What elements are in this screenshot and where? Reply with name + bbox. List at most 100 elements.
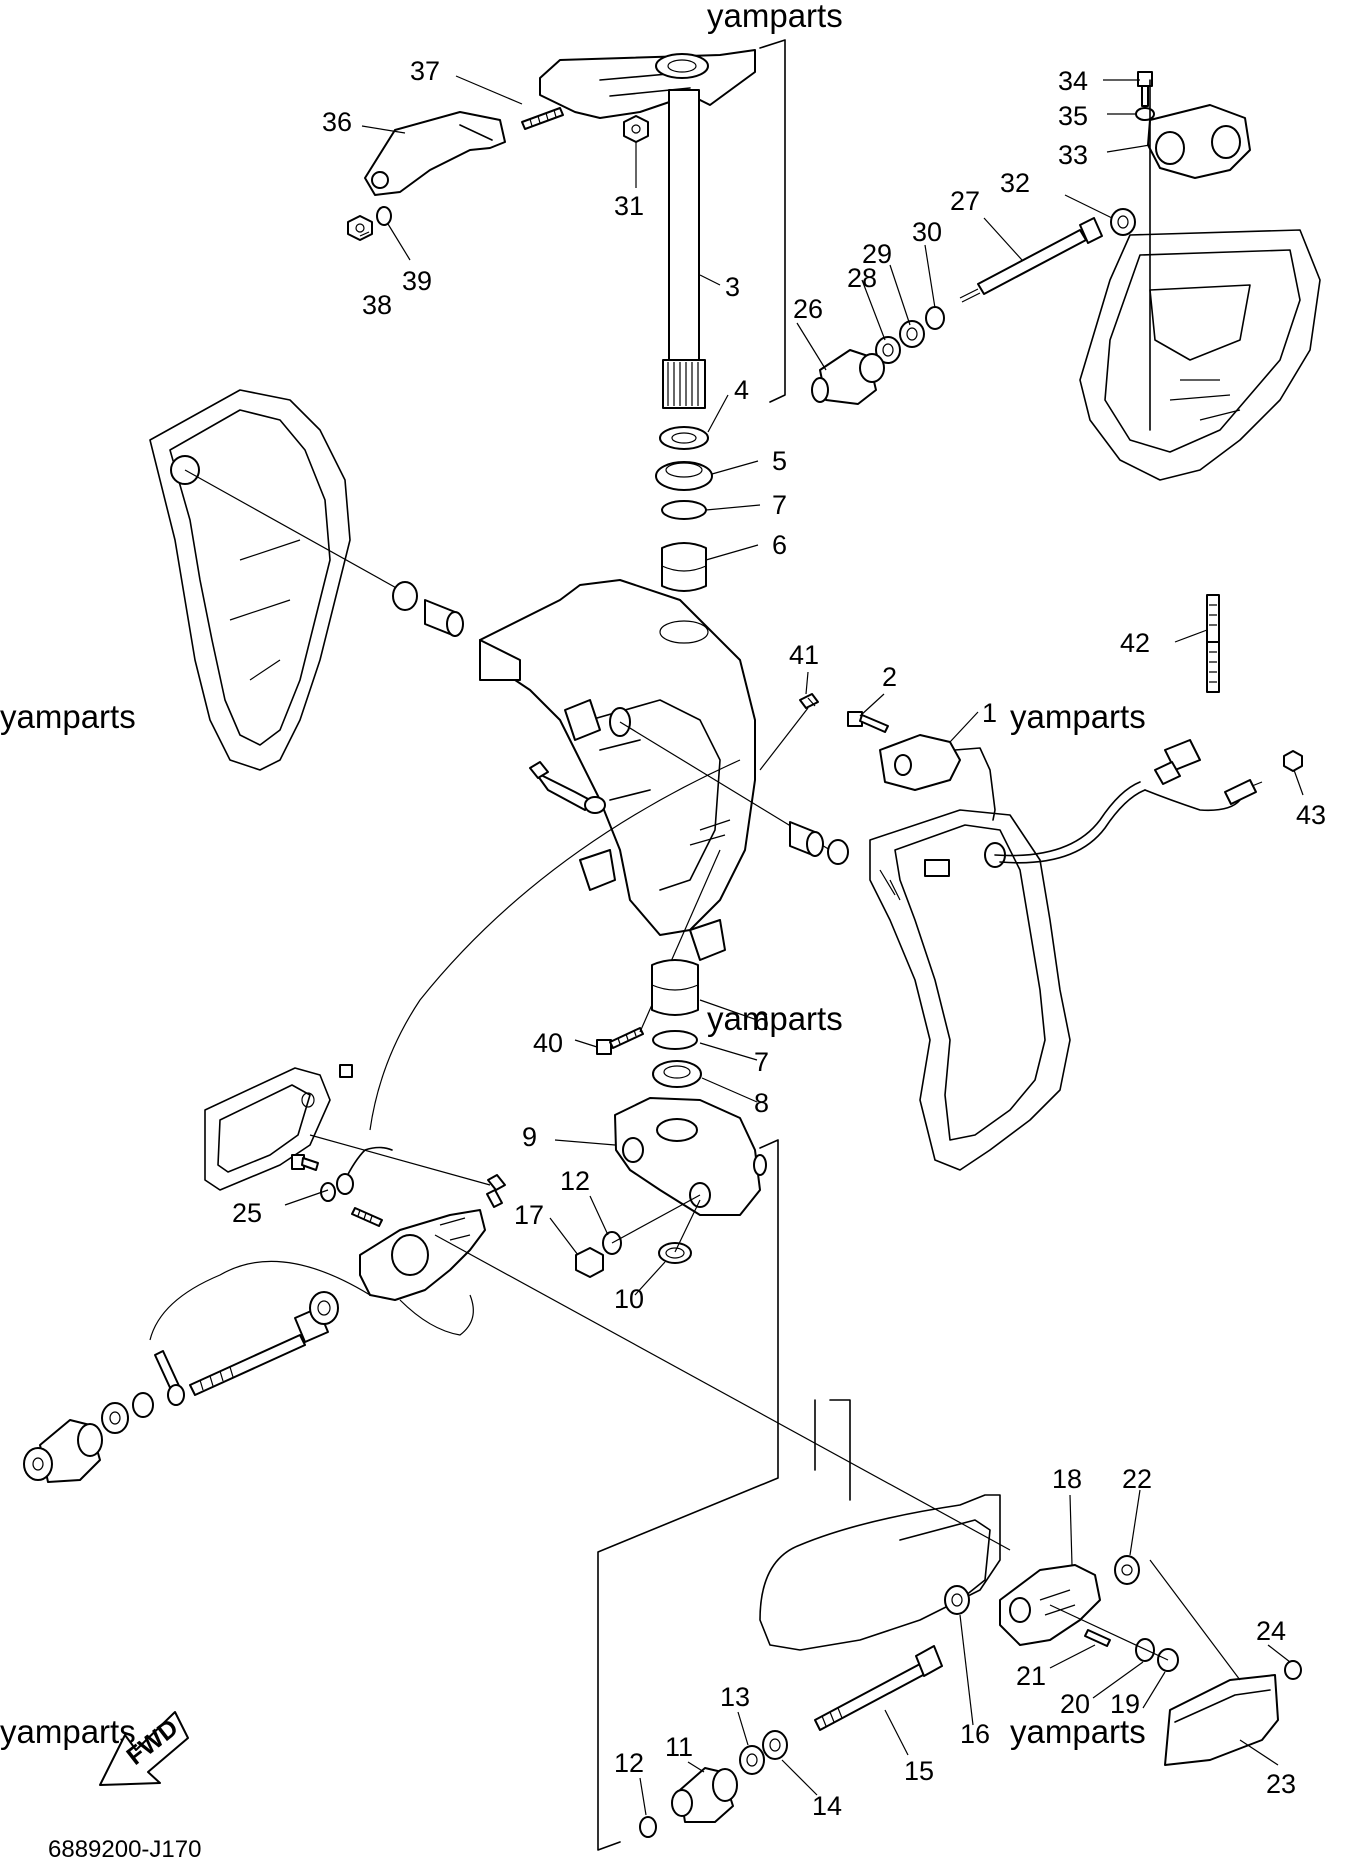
watermark-left: yamparts <box>0 698 136 735</box>
bolt-37 <box>521 107 564 130</box>
clamp-33 <box>1147 104 1251 179</box>
clip-41 <box>799 693 819 709</box>
bolt-15 <box>814 1645 943 1731</box>
callout-42: 42 <box>1120 628 1150 658</box>
clamp-bracket-right <box>869 809 1071 1171</box>
bolt-19-line <box>1049 1604 1169 1661</box>
pin-line-left <box>184 469 401 591</box>
bushing-5 <box>655 461 713 491</box>
callout-20: 20 <box>1060 1689 1090 1719</box>
washer-20 <box>1135 1638 1155 1662</box>
callout-6-lower: 6 <box>754 1006 769 1036</box>
steering-shaft <box>662 89 706 409</box>
watermark-top: yamparts <box>707 0 843 34</box>
cable-line <box>369 759 741 1131</box>
callout-28: 28 <box>847 263 877 293</box>
cable-lower-left <box>149 1260 371 1341</box>
bushing-6-lower <box>651 959 699 1016</box>
callout-16: 16 <box>960 1719 990 1749</box>
stud-lower-left <box>351 1207 383 1227</box>
bolt-24 <box>1284 1660 1302 1680</box>
screw-plate-bottom <box>291 1154 319 1171</box>
collar-16 <box>944 1585 970 1615</box>
callout-30: 30 <box>912 217 942 247</box>
watermark-center: yamparts <box>707 1000 843 1037</box>
washer-29 <box>899 320 925 348</box>
screw-plate-top <box>339 1064 353 1078</box>
callout-38: 38 <box>362 290 392 320</box>
nut-43 <box>1283 750 1303 772</box>
lower-unit <box>759 1399 1001 1651</box>
mount-lower-left <box>23 1419 103 1483</box>
screw-21 <box>1084 1629 1111 1647</box>
clip-10 <box>658 1242 692 1264</box>
callout-19: 19 <box>1110 1689 1140 1719</box>
callout-18: 18 <box>1052 1464 1082 1494</box>
callout-43: 43 <box>1296 800 1326 830</box>
washer-4 <box>659 426 709 450</box>
bracket-36 <box>364 111 506 196</box>
callout-2: 2 <box>882 662 897 692</box>
callout-8: 8 <box>754 1088 769 1118</box>
bushing-left <box>424 599 464 637</box>
callout-box-bottom <box>597 1139 779 1851</box>
cover-line <box>1149 1559 1241 1681</box>
o-ring-7-lower <box>652 1030 698 1050</box>
callout-box-top <box>759 39 786 403</box>
callout-7-lower: 7 <box>754 1047 769 1077</box>
grease-nipple-left <box>529 761 606 814</box>
callout-9: 9 <box>522 1122 537 1152</box>
bushing-6-upper <box>661 542 707 592</box>
callout-10: 10 <box>614 1284 644 1314</box>
callout-26: 26 <box>793 294 823 324</box>
nut-17 <box>575 1247 604 1278</box>
callout-11: 11 <box>665 1732 693 1762</box>
lower-mount-bracket-9 <box>614 1097 767 1216</box>
cover-23 <box>1164 1674 1279 1766</box>
callout-12-upper: 12 <box>560 1166 590 1196</box>
collar-32 <box>1110 208 1136 236</box>
callout-41: 41 <box>789 640 819 670</box>
callout-33: 33 <box>1058 140 1088 170</box>
callout-21: 21 <box>1016 1661 1046 1691</box>
washer-lower-left-2 <box>101 1402 129 1434</box>
o-ring-7-upper <box>661 500 707 520</box>
callout-17: 17 <box>514 1200 544 1230</box>
callout-37: 37 <box>410 56 440 86</box>
plate-line <box>309 1134 491 1186</box>
callout-labels: 37 36 38 39 31 3 4 5 7 6 26 28 29 30 27 … <box>232 56 1326 1821</box>
bolt-27 <box>959 217 1103 303</box>
strap-42 <box>1206 594 1220 693</box>
washer-28 <box>875 336 901 364</box>
washer-12-lower <box>639 1816 657 1838</box>
leader-lines <box>284 75 1304 1816</box>
wire-harness <box>994 739 1263 864</box>
switch-1 <box>879 734 996 821</box>
callout-35: 35 <box>1058 101 1088 131</box>
washer-13 <box>739 1745 765 1775</box>
plate-left <box>204 1067 331 1191</box>
callout-39: 39 <box>402 266 432 296</box>
bushing-right <box>789 821 824 857</box>
callout-13: 13 <box>720 1682 750 1712</box>
cover-housing <box>1079 229 1321 481</box>
mount-26 <box>811 349 885 405</box>
callout-7-upper: 7 <box>772 490 787 520</box>
guide-line-diagonal <box>434 1234 1011 1551</box>
watermark-bottom-left: yamparts <box>0 1713 136 1750</box>
wire-terminal <box>154 1350 185 1406</box>
callout-32: 32 <box>1000 168 1030 198</box>
callout-6-upper: 6 <box>772 530 787 560</box>
callout-25: 25 <box>232 1198 262 1228</box>
swivel-bracket <box>479 579 756 961</box>
washer-30 <box>925 306 945 330</box>
screw-2 <box>847 711 889 733</box>
nut-31 <box>623 115 649 143</box>
callout-15: 15 <box>904 1756 934 1786</box>
washer-right <box>827 839 849 865</box>
mount-11 <box>671 1767 738 1823</box>
bolt-lower-left <box>189 1307 329 1396</box>
bolt-40 <box>596 1027 644 1055</box>
collar-lower-left <box>309 1291 339 1325</box>
